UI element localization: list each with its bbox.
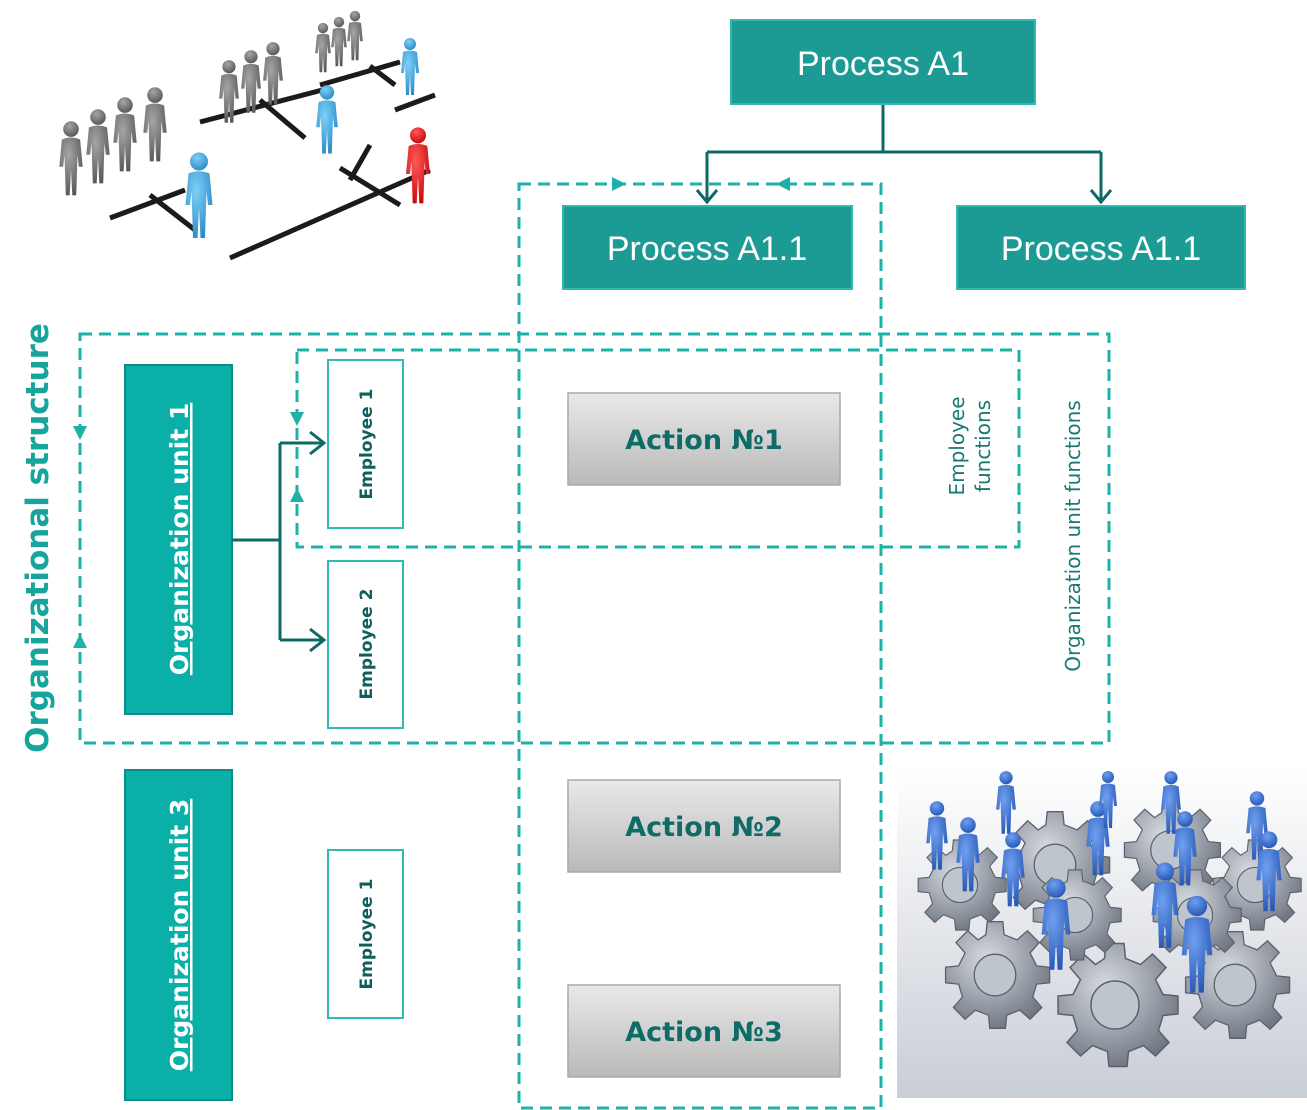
process-scope-frame <box>517 182 883 1110</box>
dashed-arrowheads <box>73 177 790 648</box>
process-a1-1-left-label: Process A1.1 <box>607 230 807 268</box>
process-connectors <box>695 104 1113 205</box>
organization-unit-1-box[interactable]: Organization unit 1 <box>124 364 233 715</box>
employee-label: Employee 2 <box>357 589 377 700</box>
arrow-down-icon <box>695 189 719 205</box>
dashed-arrow-right-icon <box>612 177 626 191</box>
employee-label: Employee 1 <box>357 879 377 990</box>
employee-box-unit3-1[interactable]: Employee 1 <box>327 849 404 1019</box>
employee-functions-line-1: Employee <box>945 396 969 495</box>
action-1-box[interactable]: Action №1 <box>567 392 841 486</box>
organization-unit-1-label: Organization unit 1 <box>165 403 194 676</box>
unit-employee-connectors <box>232 430 327 653</box>
employee-functions-label: Employee functions <box>945 396 995 495</box>
dashed-arrow-left-icon <box>776 177 790 191</box>
organization-unit-3-box[interactable]: Organization unit 3 <box>124 769 233 1101</box>
action-1-label: Action №1 <box>625 425 783 456</box>
network-people-gears-image <box>897 768 1307 1098</box>
employee-box-unit1-2[interactable]: Employee 2 <box>327 560 404 729</box>
process-a1-box[interactable]: Process A1 <box>730 19 1036 105</box>
action-3-label: Action №3 <box>625 1017 783 1048</box>
org-chart-lines <box>109 59 436 261</box>
process-a1-1-right-label: Process A1.1 <box>1001 230 1201 268</box>
process-a1-1-left-box[interactable]: Process A1.1 <box>562 205 853 290</box>
action-3-box[interactable]: Action №3 <box>567 984 841 1078</box>
dashed-arrow-up-icon <box>73 634 87 648</box>
arrow-right-icon <box>309 430 327 456</box>
unit-functions-frame <box>78 332 1111 745</box>
unit-functions-label: Organization unit functions <box>1061 400 1085 671</box>
organization-unit-3-label: Organization unit 3 <box>165 799 194 1072</box>
action-2-label: Action №2 <box>625 812 783 843</box>
employee-label: Employee 1 <box>357 389 377 500</box>
dashed-frames <box>78 182 1111 1110</box>
emp-dashed-arrow-up-icon <box>290 488 304 502</box>
employee-functions-frame <box>295 348 1021 549</box>
arrow-right-icon <box>309 627 327 653</box>
dashed-arrow-down-icon <box>73 426 87 440</box>
process-a1-1-right-box[interactable]: Process A1.1 <box>956 205 1246 290</box>
emp-dashed-arrow-down-icon <box>290 412 304 426</box>
org-structure-label: Organizational structure <box>20 323 56 753</box>
action-2-box[interactable]: Action №2 <box>567 779 841 873</box>
employee-functions-line-2: functions <box>971 400 995 492</box>
process-a1-label: Process A1 <box>797 45 969 83</box>
arrow-down-icon <box>1089 189 1113 205</box>
employee-box-unit1-1[interactable]: Employee 1 <box>327 359 404 529</box>
org-chart-people-image <box>59 10 436 261</box>
